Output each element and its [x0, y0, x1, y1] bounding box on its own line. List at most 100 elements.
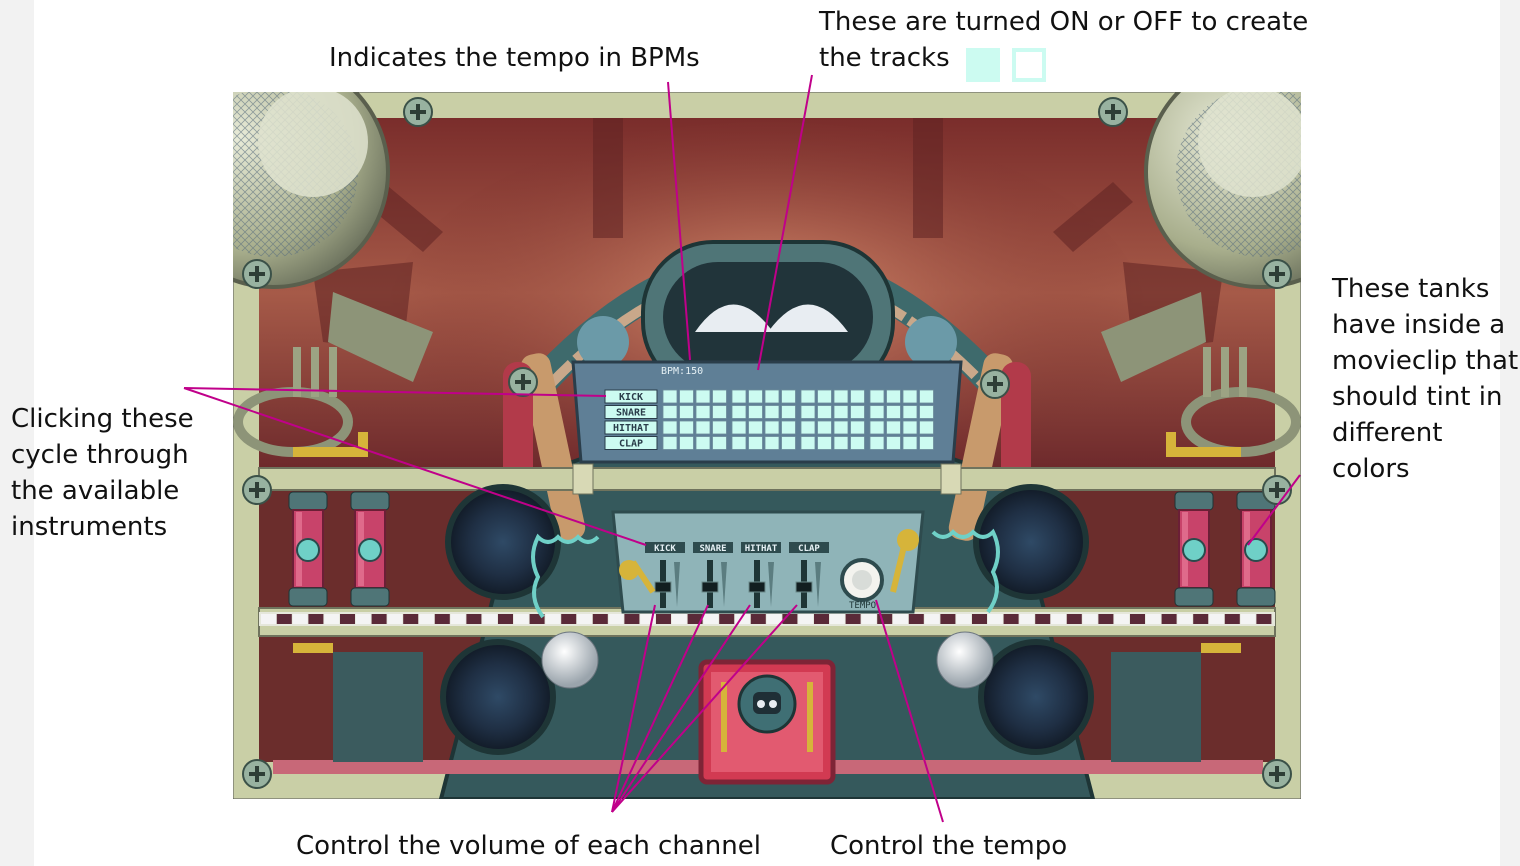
rail-key [577, 614, 592, 624]
fader-scale [815, 562, 821, 607]
annotation-instruments: Clicking these cycle through the availab… [11, 404, 194, 542]
rail-key [513, 614, 529, 624]
rail-key [1130, 614, 1145, 624]
rail-key [1098, 614, 1114, 624]
step-button[interactable] [800, 405, 816, 419]
step-button[interactable] [886, 436, 901, 450]
step-button[interactable] [919, 436, 934, 450]
step-button[interactable] [902, 436, 918, 450]
color-tank-3[interactable] [1174, 491, 1214, 607]
step-button[interactable] [731, 405, 747, 419]
volume-fader-kick[interactable] [654, 581, 672, 593]
rail-key [1066, 614, 1082, 624]
rail-key [782, 614, 798, 624]
step-button[interactable] [817, 389, 832, 404]
fader-scale [721, 562, 727, 607]
rail-key [466, 614, 482, 624]
rail-key [624, 614, 640, 624]
step-button[interactable] [695, 436, 711, 450]
step-button[interactable] [817, 420, 832, 435]
legend-off-swatch [1012, 48, 1046, 82]
step-button[interactable] [850, 405, 865, 419]
step-button[interactable] [712, 420, 727, 435]
step-button[interactable] [817, 436, 832, 450]
step-button[interactable] [902, 420, 918, 435]
step-button[interactable] [662, 405, 678, 419]
logo-panel [698, 659, 836, 785]
color-tank-1[interactable] [288, 491, 328, 607]
rail-key [1209, 614, 1224, 624]
tempo-knob[interactable] [840, 558, 884, 602]
step-button[interactable] [748, 436, 763, 450]
step-button[interactable] [662, 389, 678, 404]
volume-fader-clap[interactable] [795, 581, 813, 593]
step-button[interactable] [748, 420, 763, 435]
step-button[interactable] [869, 436, 885, 450]
step-button[interactable] [919, 389, 934, 404]
step-button[interactable] [781, 405, 796, 419]
step-button[interactable] [886, 405, 901, 419]
step-button[interactable] [869, 420, 885, 435]
step-button[interactable] [800, 436, 816, 450]
step-button[interactable] [679, 405, 694, 419]
mixer-channel-tag [789, 542, 829, 553]
mixer-channel-label: CLAP [798, 544, 820, 554]
step-button[interactable] [869, 389, 885, 404]
step-button[interactable] [781, 389, 796, 404]
step-button[interactable] [731, 420, 747, 435]
step-button[interactable] [712, 436, 727, 450]
step-button[interactable] [919, 405, 934, 419]
step-button[interactable] [712, 389, 727, 404]
volume-fader-hithat[interactable] [748, 581, 766, 593]
step-button[interactable] [679, 389, 694, 404]
step-button[interactable] [679, 420, 694, 435]
mixer-channel-label: SNARE [699, 544, 726, 554]
step-button[interactable] [781, 420, 796, 435]
step-button[interactable] [919, 420, 934, 435]
step-button[interactable] [712, 405, 727, 419]
step-button[interactable] [662, 420, 678, 435]
step-button[interactable] [833, 420, 849, 435]
screw-5 [242, 475, 272, 505]
step-button[interactable] [764, 420, 780, 435]
step-button[interactable] [662, 436, 678, 450]
step-button[interactable] [833, 405, 849, 419]
color-tank-2[interactable] [350, 491, 390, 607]
step-button[interactable] [902, 389, 918, 404]
mixer-channel-tag [741, 542, 781, 553]
step-button[interactable] [764, 436, 780, 450]
step-button[interactable] [800, 420, 816, 435]
step-button[interactable] [679, 436, 694, 450]
rail-key [450, 614, 466, 624]
step-button[interactable] [764, 389, 780, 404]
step-button[interactable] [817, 405, 832, 419]
step-button[interactable] [850, 420, 865, 435]
step-button[interactable] [764, 405, 780, 419]
step-button[interactable] [695, 389, 711, 404]
step-button[interactable] [902, 405, 918, 419]
step-button[interactable] [695, 420, 711, 435]
step-button[interactable] [850, 436, 865, 450]
rail-key [482, 614, 498, 624]
rail-key [561, 614, 577, 624]
step-button[interactable] [800, 389, 816, 404]
step-button[interactable] [731, 436, 747, 450]
step-button[interactable] [731, 389, 747, 404]
rail-key [419, 614, 434, 624]
step-button[interactable] [748, 389, 763, 404]
step-button[interactable] [850, 389, 865, 404]
color-tank-4[interactable] [1236, 491, 1276, 607]
mixer-channel-tag [693, 542, 733, 553]
instrument-label: CLAP [619, 439, 643, 450]
step-button[interactable] [781, 436, 796, 450]
step-button[interactable] [695, 405, 711, 419]
step-button[interactable] [886, 389, 901, 404]
step-button[interactable] [833, 389, 849, 404]
rail-key [861, 614, 877, 624]
step-button[interactable] [748, 405, 763, 419]
step-button[interactable] [886, 420, 901, 435]
volume-fader-snare[interactable] [701, 581, 719, 593]
step-button[interactable] [869, 405, 885, 419]
step-button[interactable] [833, 436, 849, 450]
rail-key [324, 614, 340, 624]
